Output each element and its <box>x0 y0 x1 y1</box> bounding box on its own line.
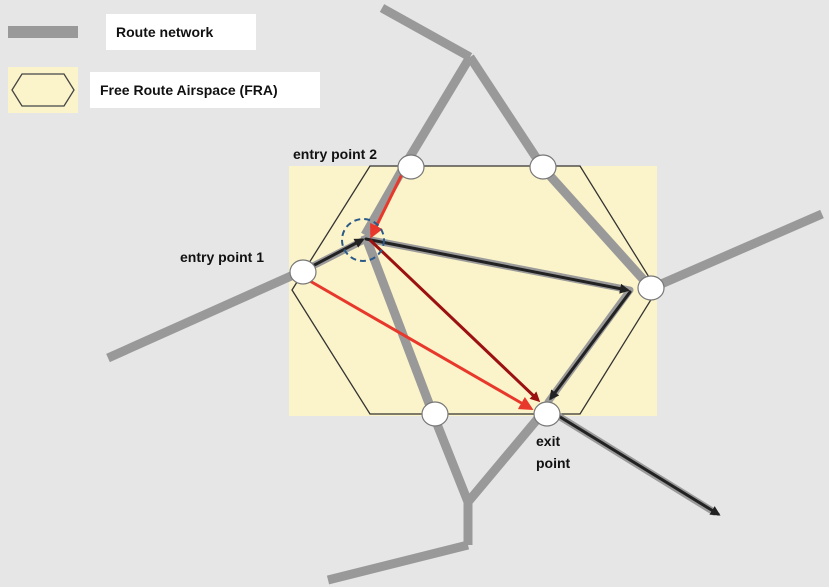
route-segment <box>326 540 470 585</box>
direct-route-red-arrow <box>302 275 534 410</box>
path-arrow <box>364 237 630 294</box>
route-segment <box>650 209 824 293</box>
waypoints <box>289 154 665 427</box>
route-segment <box>464 407 549 505</box>
dashed-highlight-circle <box>341 218 385 262</box>
route-segment <box>428 412 473 504</box>
waypoint-entry-2 <box>397 154 425 180</box>
label-exit: exit <box>536 433 561 449</box>
legend-route-swatch <box>8 26 78 38</box>
route-segment <box>539 164 654 291</box>
waypoint-exit <box>533 401 561 427</box>
label-exit-point: point <box>536 455 571 471</box>
route-network <box>106 4 824 585</box>
route-segment <box>401 54 474 168</box>
legend-hexagon-icon <box>11 73 75 107</box>
fra-hexagon-boundary <box>291 165 658 415</box>
waypoint-bottom <box>421 401 449 427</box>
path-arrow <box>549 290 632 401</box>
flight-path <box>299 235 721 516</box>
direct-route-darkred-arrow <box>368 238 541 403</box>
route-segment <box>360 233 438 416</box>
waypoint-entry-1 <box>289 259 317 285</box>
label-entry-point-2: entry point 2 <box>293 146 378 162</box>
legend-fra: Free Route Airspace (FRA) <box>90 72 320 108</box>
waypoint-right <box>637 275 665 301</box>
waypoint-top-right <box>529 154 557 180</box>
label-entry-point-1: entry point 1 <box>180 249 265 265</box>
legend-route-network: Route network <box>106 14 256 50</box>
route-segment <box>106 267 302 363</box>
legend-fra-label: Free Route Airspace (FRA) <box>100 82 278 98</box>
path-arrow <box>550 410 721 516</box>
route-segment <box>379 4 473 61</box>
legend-route-network-label: Route network <box>116 24 214 40</box>
route-segment <box>466 54 547 171</box>
